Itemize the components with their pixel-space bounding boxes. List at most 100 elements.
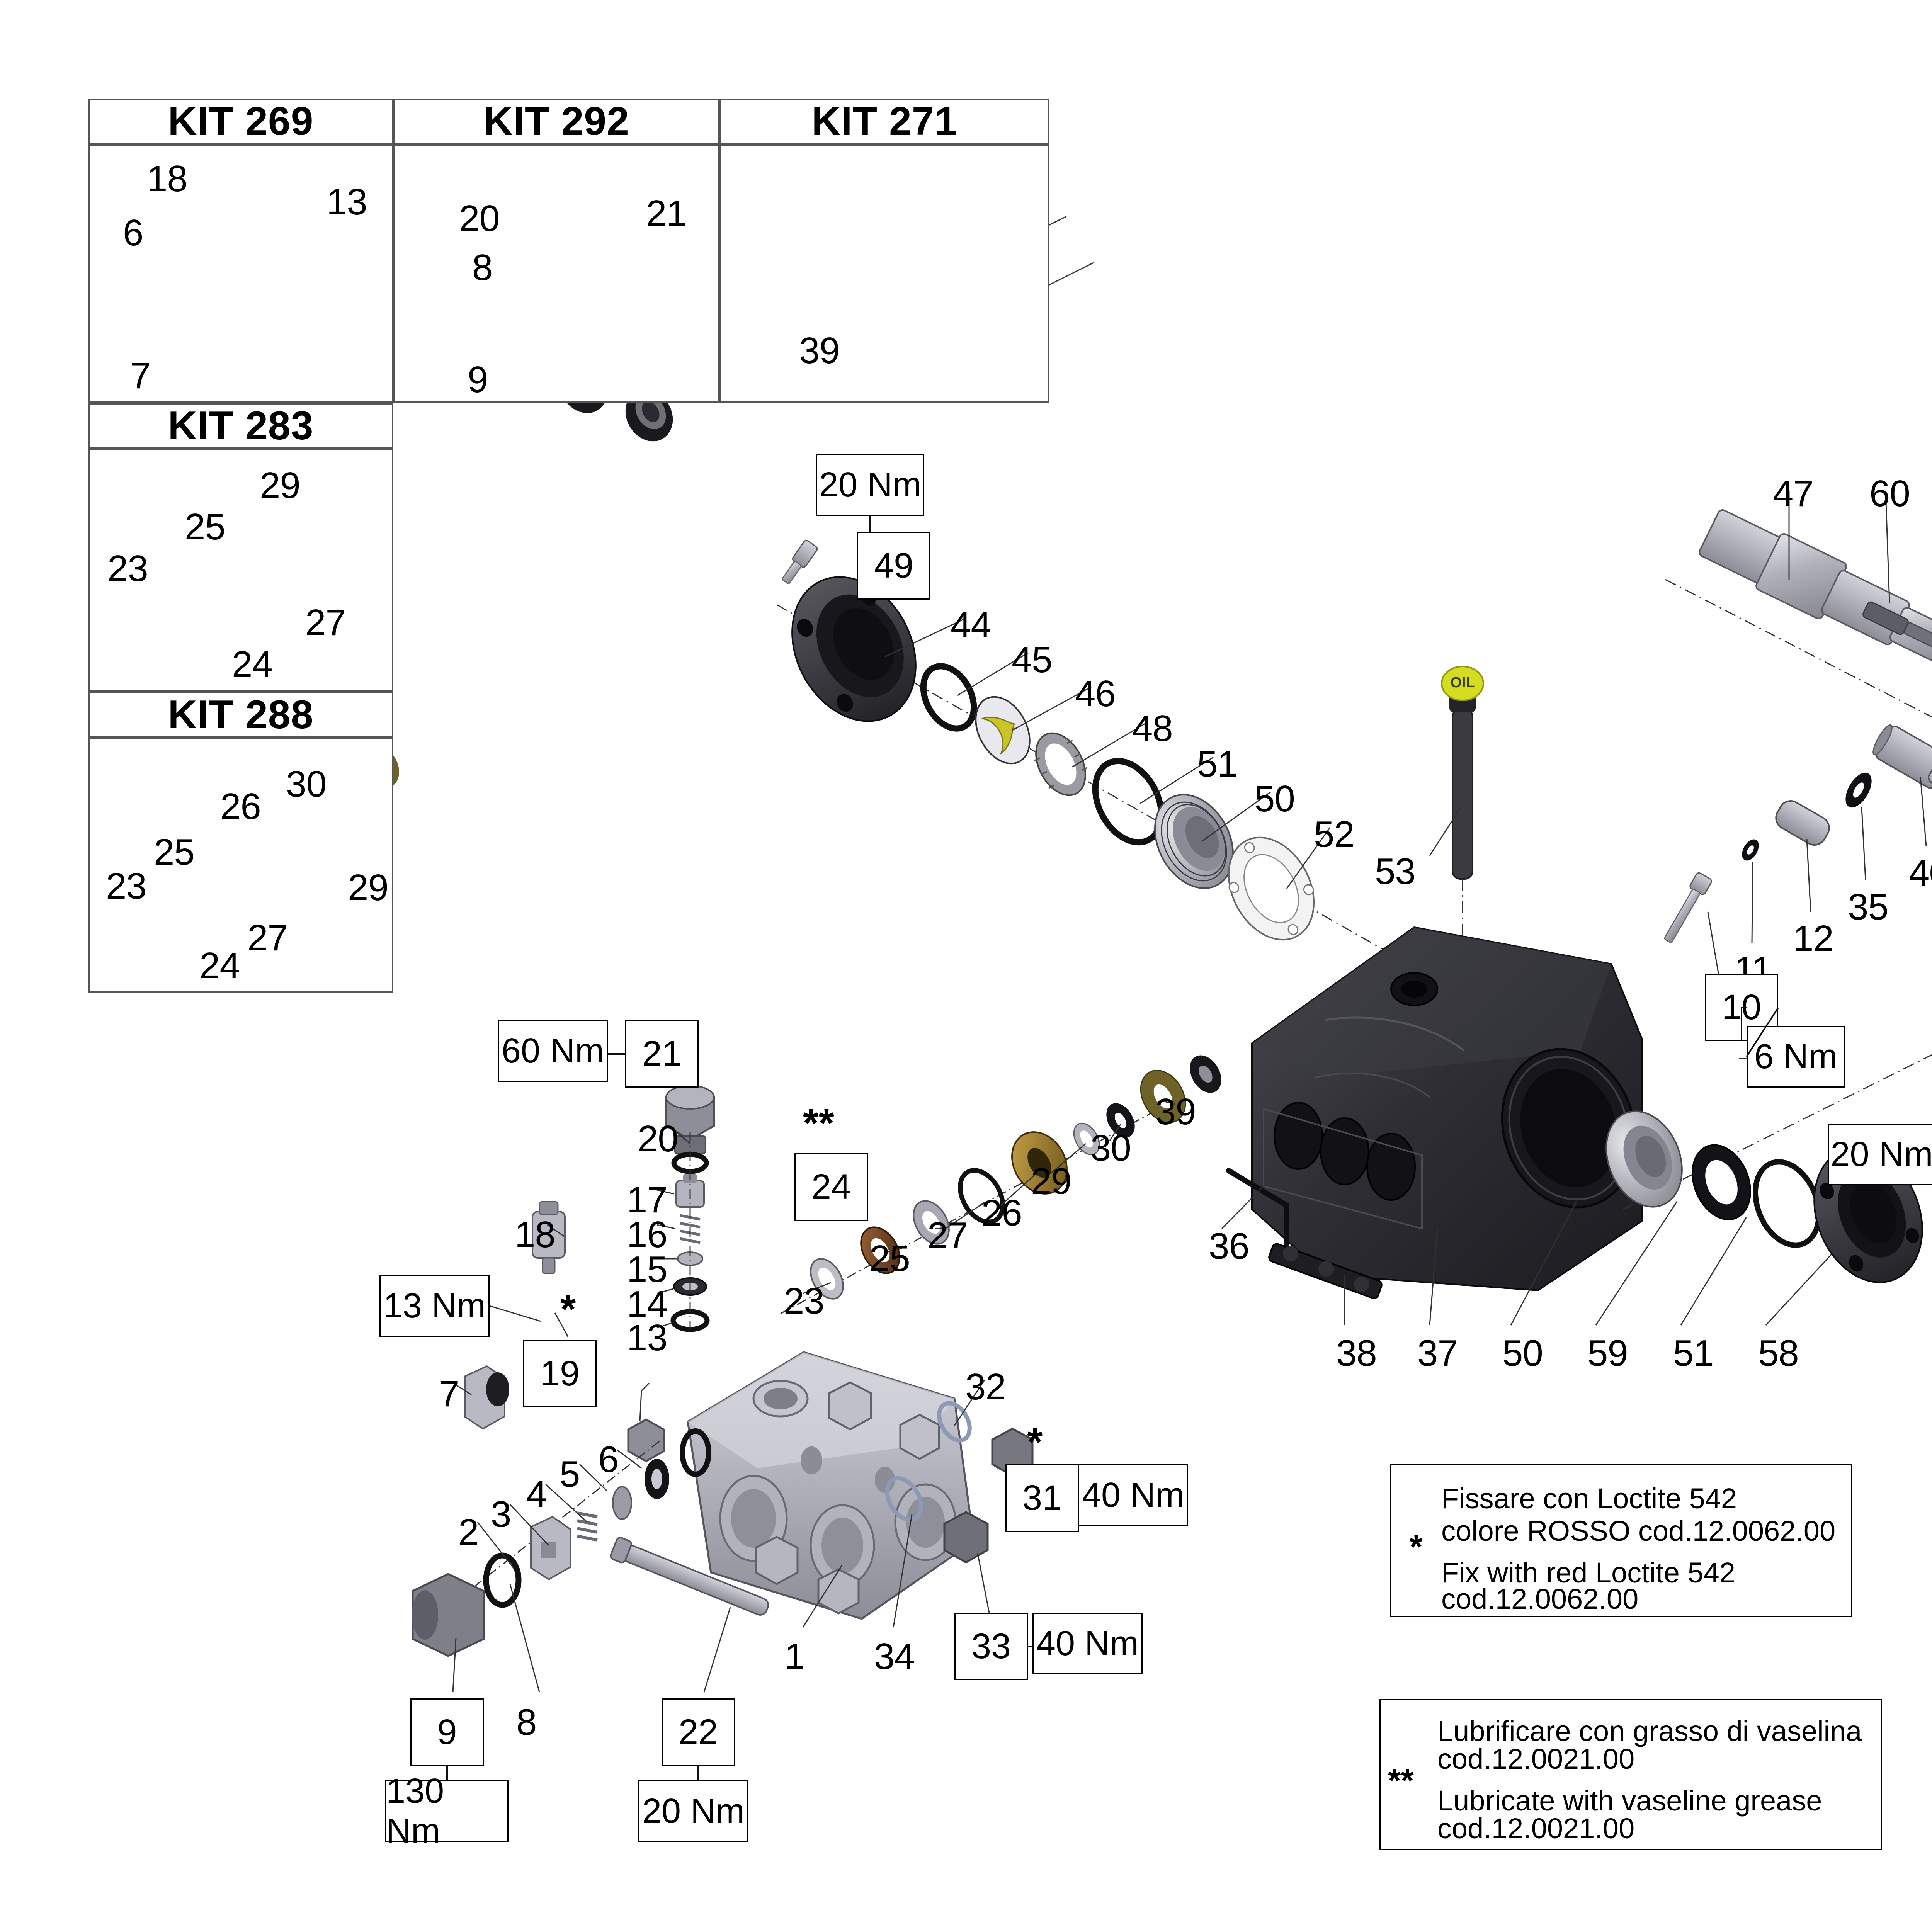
note-loctite-symbol: * [1410,1528,1423,1565]
callout-8: 8 [472,247,493,288]
callout-24: 24 [232,644,273,685]
callout-15: 15 [627,1249,668,1290]
callout-18: 18 [147,158,188,199]
callout-6: 6 [598,1439,619,1480]
callout-52: 52 [1314,814,1355,855]
part-box-19: 19 [523,1340,597,1407]
callout-47: 47 [1773,473,1814,514]
callout-29: 29 [1031,1161,1072,1202]
callout-36: 36 [1209,1226,1250,1267]
kit-292-title: KIT 292 [484,99,629,144]
asterisk-mark-31: * [1027,1420,1043,1465]
callout-2: 2 [458,1511,479,1553]
callout-7: 7 [130,355,151,396]
kit-header-283: KIT 283 [88,403,393,449]
callout-18: 18 [515,1214,556,1255]
torque-box-40-nm: 40 Nm [1078,1464,1188,1526]
callout-27: 27 [305,602,346,643]
kit-288-title: KIT 288 [168,692,314,737]
callout-26: 26 [220,786,261,827]
callout-44: 44 [951,604,992,646]
crankcase-artwork [1221,926,1863,1326]
callout-5: 5 [560,1453,580,1495]
note-loctite-en-line2: cod.12.0062.00 [1441,1583,1639,1615]
kit-269-title: KIT 269 [168,99,314,144]
part-box-21: 21 [625,1020,699,1088]
note-grease-en-line1: Lubricate with vaseline grease [1437,1785,1822,1817]
callout-30: 30 [1090,1127,1131,1169]
callout-25: 25 [869,1238,910,1279]
callout-24: 24 [199,945,240,986]
callout-51: 51 [1197,743,1238,785]
manifold-head-artwork [412,1055,1221,1693]
callout-3: 3 [491,1494,511,1535]
note-grease-en-line2: cod.12.0021.00 [1437,1812,1635,1844]
svg-text:OIL: OIL [1450,675,1475,691]
callout-51: 51 [1673,1333,1714,1374]
torque-box-130-nm: 130 Nm [385,1772,509,1850]
note-loctite-box [1390,1464,1852,1617]
asterisk-mark-19: * [560,1287,576,1332]
callout-26: 26 [981,1192,1022,1234]
note-grease-it-line1: Lubrificare con grasso di vaselina [1437,1715,1862,1747]
kit-283-title: KIT 283 [168,403,314,448]
callout-23: 23 [106,865,147,907]
callout-6: 6 [123,212,143,253]
callout-8: 8 [516,1701,537,1743]
note-loctite-en-line1: Fix with red Loctite 542 [1441,1557,1735,1589]
note-grease-it-line2: cod.12.0021.00 [1437,1743,1635,1775]
callout-13: 13 [627,1317,668,1358]
callout-50: 50 [1254,778,1295,819]
torque-box-13-nm: 13 Nm [379,1275,490,1337]
part-box-33: 33 [954,1613,1028,1680]
kit-panel-292 [393,144,720,403]
callout-60: 60 [1869,473,1910,514]
torque-box-20-nm: 20 Nm [816,454,924,516]
callout-48: 48 [1132,708,1173,749]
callout-53: 53 [1375,851,1416,892]
part-box-24: 24 [794,1153,868,1221]
callout-27: 27 [247,917,288,959]
torque-box-40-nm: 40 Nm [1032,1613,1143,1674]
callout-45: 45 [1012,639,1053,680]
callout-38: 38 [1336,1333,1377,1374]
torque-box-20-nm: 20 Nm [638,1780,748,1842]
callout-50: 50 [1502,1333,1543,1374]
callout-17: 17 [627,1179,668,1220]
callout-23: 23 [784,1280,825,1322]
callout-1: 1 [784,1636,805,1677]
callout-20: 20 [459,198,500,239]
oil-dipstick-artwork: OIL [1429,666,1484,1006]
callout-25: 25 [185,506,226,547]
callout-39: 39 [1155,1091,1196,1132]
crankshaft-assembly-artwork [1664,490,1932,1059]
callout-12: 12 [1793,918,1834,959]
callout-21: 21 [646,193,687,234]
front-cover-assembly-artwork [776,540,1453,990]
callout-27: 27 [927,1215,968,1256]
note-loctite-it-line1: Fissare con Loctite 542 [1441,1482,1737,1514]
kit-panel-288 [88,738,393,993]
kit-header-288: KIT 288 [88,692,393,738]
part-box-49: 49 [857,532,930,600]
callout-30: 30 [286,763,327,805]
kit-header-271: KIT 271 [720,99,1049,144]
note-grease-box [1379,1699,1882,1850]
callout-20: 20 [638,1118,679,1159]
kit-header-269: KIT 269 [88,99,393,144]
kit-header-292: KIT 292 [393,99,720,144]
torque-box-6-nm: 6 Nm [1747,1026,1845,1088]
callout-9: 9 [468,359,488,400]
part-box-9: 9 [410,1698,484,1766]
callout-7: 7 [439,1373,459,1414]
callout-29: 29 [348,867,389,908]
callout-46: 46 [1075,673,1116,714]
callout-37: 37 [1417,1333,1458,1374]
note-grease-symbol: ** [1388,1762,1414,1799]
callout-14: 14 [627,1283,668,1325]
note-loctite-it-line2: colore ROSSO cod.12.0062.00 [1441,1515,1836,1547]
callout-16: 16 [627,1214,668,1255]
part-box-22: 22 [662,1698,735,1766]
